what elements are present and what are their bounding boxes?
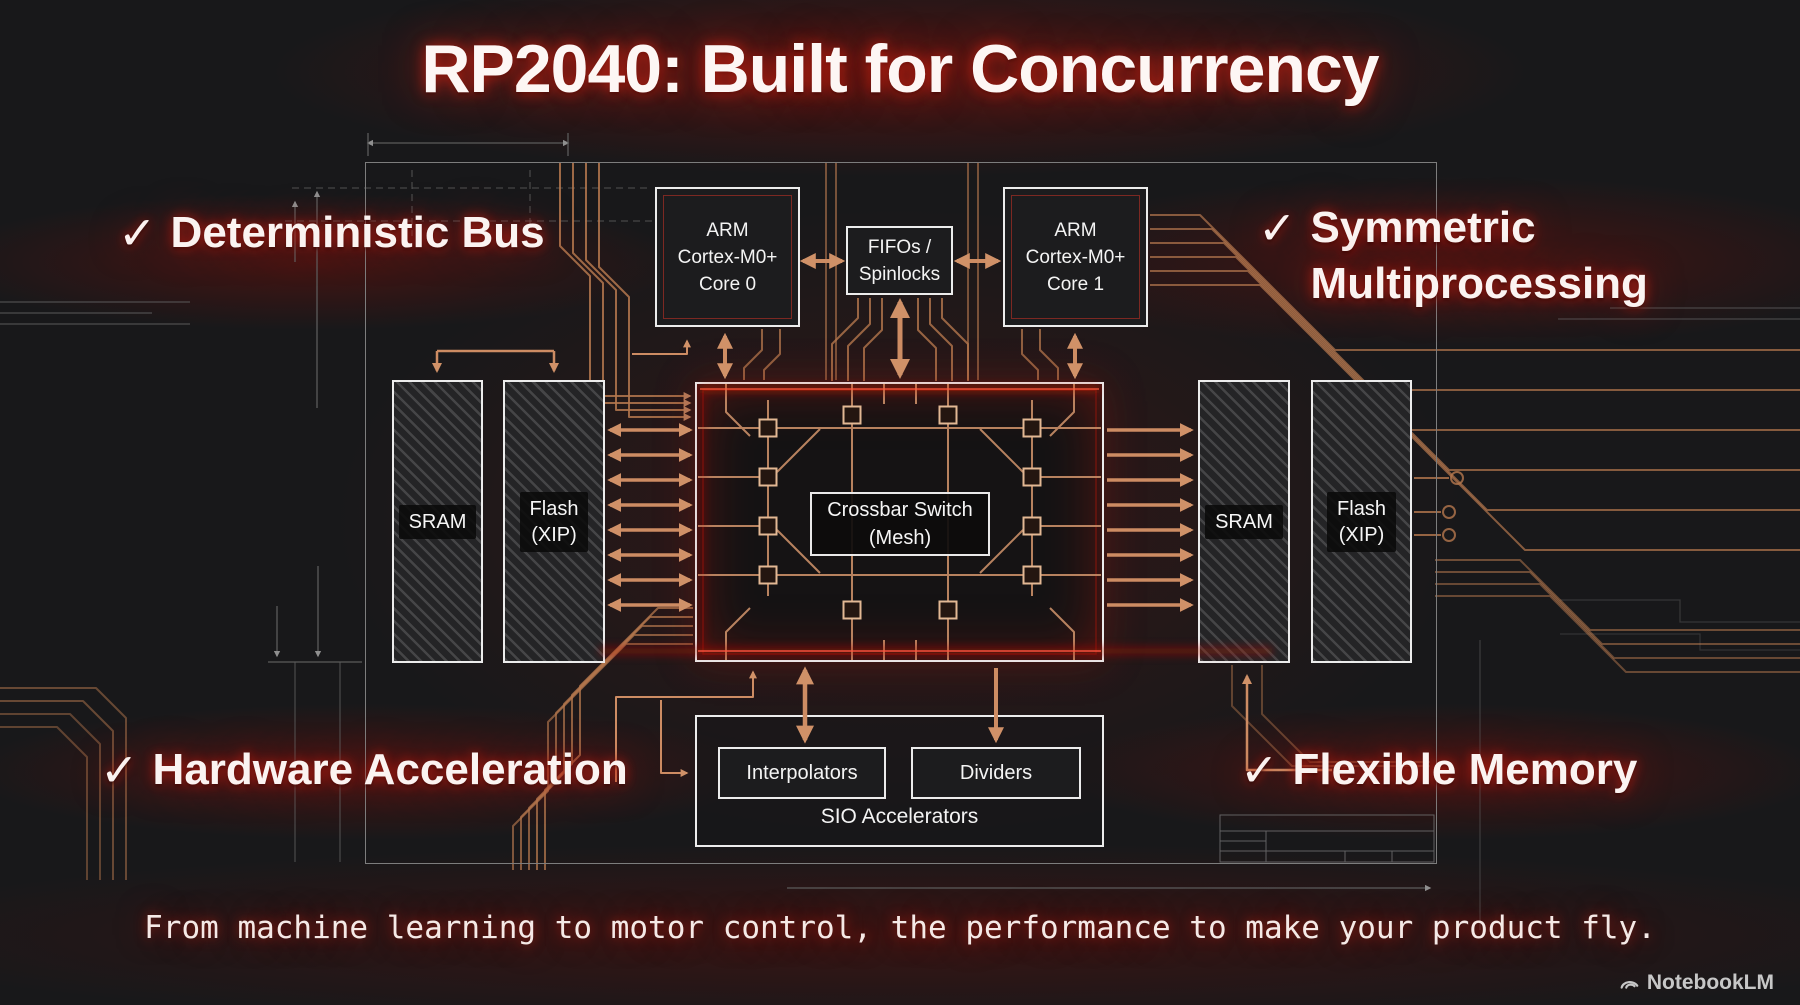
check-icon: ✓: [100, 744, 139, 796]
tagline: From machine learning to motor control, …: [144, 910, 1656, 946]
sram-left-label: SRAM: [398, 504, 477, 539]
interpolators-box: Interpolators: [718, 747, 886, 799]
core1-label: ARM Cortex-M0+ Core 1: [1025, 219, 1126, 295]
feature-symmetric-multiprocessing: ✓ Symmetric Multiprocessing: [1258, 200, 1648, 312]
sram-right-label: SRAM: [1205, 504, 1283, 539]
notebooklm-logo-icon: [1620, 981, 1639, 989]
sio-accelerators-label: SIO Accelerators: [820, 805, 979, 828]
crossbar-label: Crossbar Switch (Mesh): [827, 499, 973, 549]
feature-label: Deterministic Bus: [170, 208, 545, 257]
sram-left-box: SRAM: [392, 380, 483, 663]
dividers-box: Dividers: [911, 747, 1081, 799]
fifos-label: FIFOs / Spinlocks: [858, 236, 941, 285]
flash-left-label: Flash (XIP): [519, 491, 589, 552]
flash-right-box: Flash (XIP): [1311, 380, 1412, 663]
check-icon: ✓: [118, 207, 157, 259]
feature-label: Hardware Acceleration: [152, 745, 628, 794]
fifos-spinlocks-box: FIFOs / Spinlocks: [846, 226, 953, 295]
feature-hardware-acceleration: ✓ Hardware Acceleration: [100, 742, 628, 798]
watermark-text: NotebookLM: [1646, 971, 1774, 994]
feature-label: Symmetric Multiprocessing: [1310, 203, 1648, 308]
flash-right-label: Flash (XIP): [1327, 491, 1396, 552]
watermark: NotebookLM: [1618, 971, 1774, 995]
core0-box: ARM Cortex-M0+ Core 0: [655, 187, 800, 327]
diagram-frame: [365, 162, 1437, 864]
page-title: RP2040: Built for Concurrency: [421, 31, 1379, 107]
check-icon: ✓: [1240, 744, 1279, 796]
crossbar-label-box: Crossbar Switch (Mesh): [810, 492, 990, 556]
feature-flexible-memory: ✓ Flexible Memory: [1240, 742, 1637, 798]
check-icon: ✓: [1258, 202, 1297, 254]
core0-label: ARM Cortex-M0+ Core 0: [677, 219, 778, 295]
sram-right-box: SRAM: [1198, 380, 1290, 663]
flash-left-box: Flash (XIP): [503, 380, 605, 663]
feature-label: Flexible Memory: [1292, 745, 1638, 794]
interpolators-label: Interpolators: [746, 761, 858, 784]
dividers-label: Dividers: [959, 761, 1033, 784]
feature-deterministic-bus: ✓ Deterministic Bus: [118, 205, 545, 261]
core1-box: ARM Cortex-M0+ Core 1: [1003, 187, 1148, 327]
